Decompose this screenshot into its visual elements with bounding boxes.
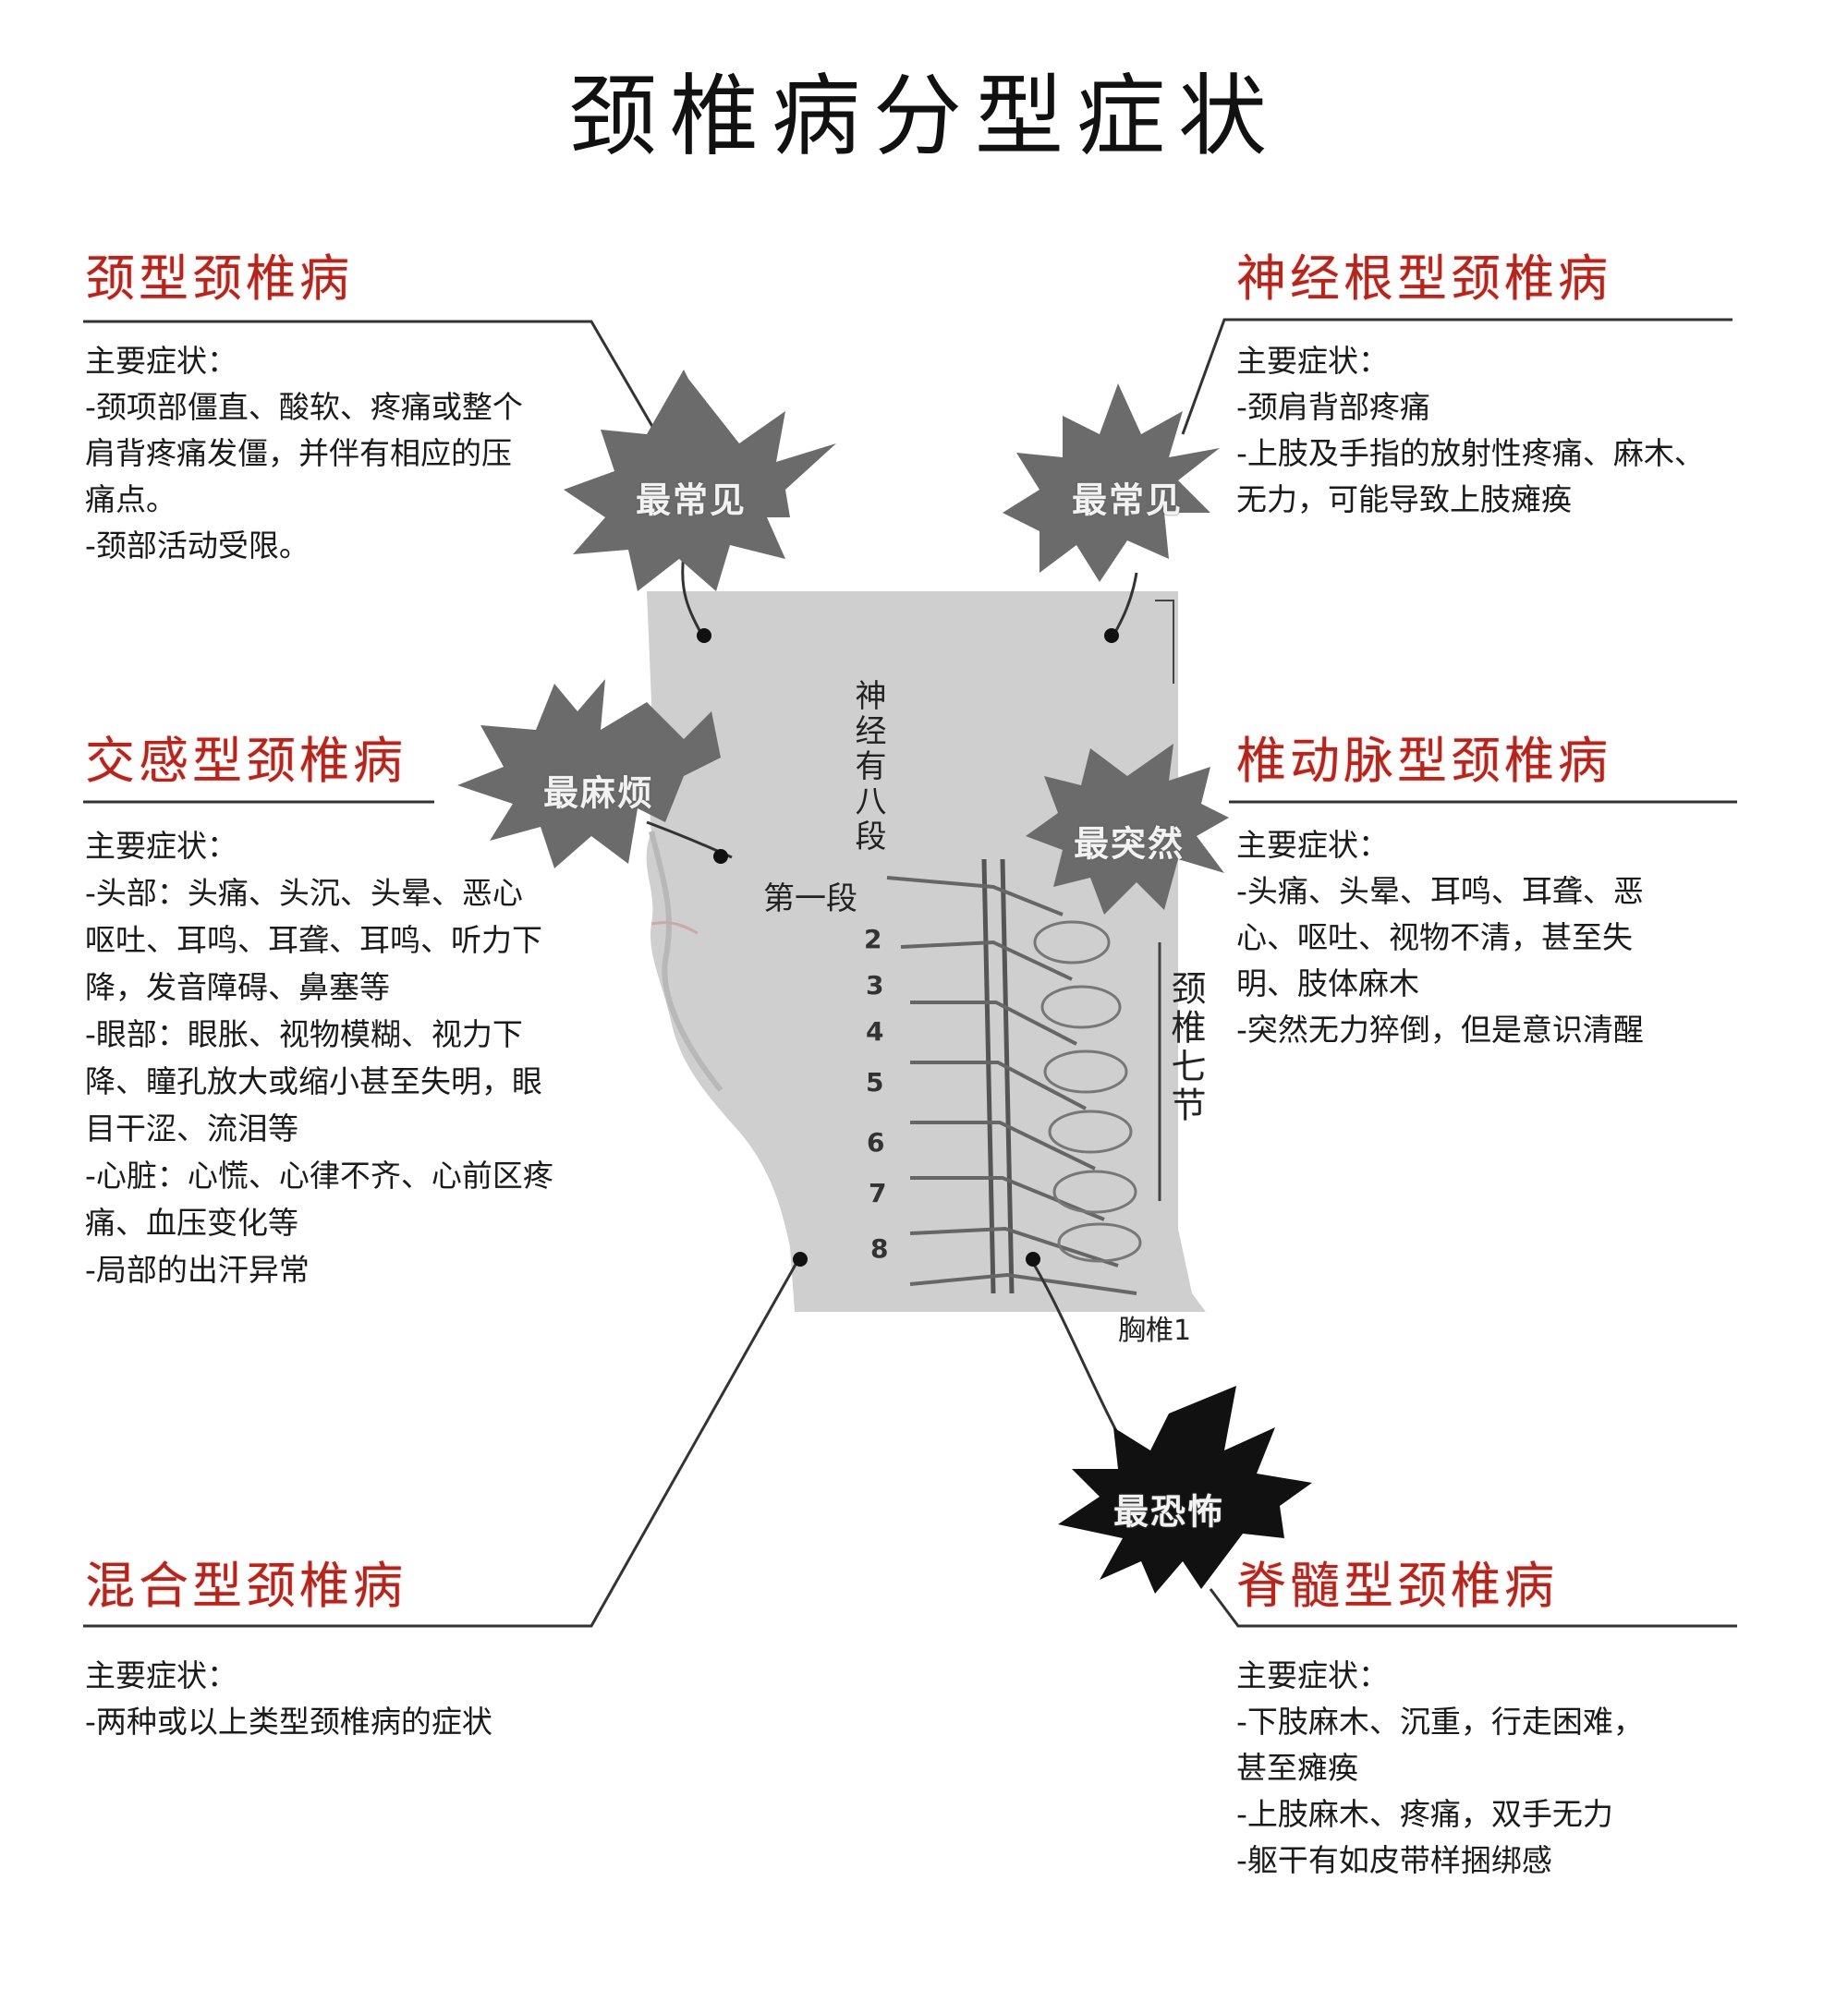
symptoms-heading: 主要症状： (85, 343, 237, 379)
panel-body: 主要症状： -颈项部僵直、酸软、疼痛或整个 肩背疼痛发僵，并伴有相应的压 痛点。… (85, 338, 602, 569)
symptom-line: 肩背疼痛发僵，并伴有相应的压 (85, 435, 512, 471)
burst-label-most-troublesome: 最麻烦 (542, 772, 655, 814)
symptom-line: -下肢麻木、沉重，行走困难， (1236, 1704, 1644, 1740)
symptom-line: -心脏：心慌、心律不齐、心前区疼 (85, 1158, 553, 1194)
symptoms-heading: 主要症状： (85, 1657, 237, 1693)
segment-number: 5 (866, 1067, 884, 1098)
panel-spinal-cord-type: 脊髓型颈椎病 主要症状： -下肢麻木、沉重，行走困难， 甚至瘫痪 -上肢麻木、疼… (1236, 1557, 1791, 1884)
burst-label-most-common-left: 最常见 (635, 479, 748, 521)
symptom-line: 明、肢体麻木 (1236, 965, 1419, 1001)
panel-body: 主要症状： -颈肩背部疼痛 -上肢及手指的放射性疼痛、麻木、 无力，可能导致上肢… (1236, 338, 1809, 523)
anchor-dots (697, 628, 1119, 1267)
symptoms-heading: 主要症状： (1236, 343, 1389, 379)
symptom-line: -眼部：眼胀、视物模糊、视力下 (85, 1016, 523, 1052)
panel-title: 脊髓型颈椎病 (1236, 1557, 1558, 1615)
burst-most-common-right (1003, 383, 1220, 582)
burst-most-sudden (1026, 744, 1229, 915)
segment-number: 2 (864, 924, 882, 954)
segment-number: 4 (866, 1016, 884, 1047)
cervical-seven-label: 颈椎七节 (1165, 970, 1206, 1125)
symptom-line: 降，发音障碍、鼻塞等 (85, 969, 390, 1005)
burst-label-most-terrifying: 最恐怖 (1112, 1491, 1225, 1533)
symptom-line: -颈肩背部疼痛 (1236, 389, 1430, 425)
symptom-line: -上肢麻木、疼痛，双手无力 (1236, 1796, 1613, 1832)
burst-label-most-common-right: 最常见 (1071, 479, 1184, 521)
spine (886, 858, 1142, 1295)
panel-title: 交感型颈椎病 (85, 732, 407, 790)
symptom-line: 痛点。 (85, 481, 176, 517)
symptom-line: 心、呕吐、视物不清，甚至失 (1236, 919, 1633, 955)
symptom-line: -颈部活动受限。 (85, 528, 310, 564)
burst-most-troublesome (457, 679, 721, 868)
symptom-line: 呕吐、耳鸣、耳聋、耳鸣、听力下 (85, 922, 542, 958)
symptom-line: -突然无力猝倒，但是意识清醒 (1236, 1012, 1644, 1048)
panel-body: 主要症状： -头部：头痛、头沉、头晕、恶心 呕吐、耳鸣、耳聋、耳鸣、听力下 降，… (85, 822, 639, 1293)
symptom-line: -颈项部僵直、酸软、疼痛或整个 (85, 389, 523, 425)
symptom-line: -头部：头痛、头沉、头晕、恶心 (85, 875, 523, 911)
symptoms-heading: 主要症状： (1236, 1657, 1389, 1693)
panel-neck-type: 颈型颈椎病 主要症状： -颈项部僵直、酸软、疼痛或整个 肩背疼痛发僵，并伴有相应… (85, 249, 602, 569)
segment-number: 6 (867, 1127, 885, 1158)
nerve-segments-label: 神经有八段 (849, 679, 886, 855)
symptom-line: -躯干有如皮带样捆绑感 (1236, 1842, 1552, 1878)
panel-mixed-type: 混合型颈椎病 主要症状： -两种或以上类型颈椎病的症状 (85, 1557, 639, 1745)
panel-title: 颈型颈椎病 (85, 249, 353, 308)
symptom-line: 痛、血压变化等 (85, 1205, 298, 1241)
symptom-line: -两种或以上类型颈椎病的症状 (85, 1704, 492, 1740)
segment-number: 7 (869, 1178, 887, 1208)
burst-most-common-left (564, 370, 836, 591)
panel-body: 主要症状： -下肢麻木、沉重，行走困难， 甚至瘫痪 -上肢麻木、疼痛，双手无力 … (1236, 1653, 1791, 1884)
segment-number: 3 (866, 970, 884, 1001)
symptom-line: 无力，可能导致上肢瘫痪 (1236, 481, 1572, 517)
symptom-line: 降、瞳孔放大或缩小甚至失明，眼 (85, 1063, 542, 1099)
panel-nerve-root-type: 神经根型颈椎病 主要症状： -颈肩背部疼痛 -上肢及手指的放射性疼痛、麻木、 无… (1236, 249, 1809, 523)
panel-title: 椎动脉型颈椎病 (1236, 732, 1611, 790)
panel-body: 主要症状： -两种或以上类型颈椎病的症状 (85, 1653, 639, 1745)
symptom-line: -局部的出汗异常 (85, 1252, 310, 1288)
symptom-line: -头痛、头晕、耳鸣、耳聋、恶 (1236, 873, 1644, 909)
thoracic-label: 胸椎1 (1118, 1315, 1192, 1347)
neck-illustration (646, 591, 1206, 1312)
burst-label-most-sudden: 最突然 (1073, 823, 1185, 865)
panel-title: 混合型颈椎病 (85, 1557, 407, 1615)
symptom-line: -上肢及手指的放射性疼痛、麻木、 (1236, 435, 1705, 471)
symptom-line: 甚至瘫痪 (1236, 1750, 1358, 1786)
segment-number: 8 (870, 1233, 889, 1264)
burst-most-terrifying (1058, 1386, 1312, 1594)
panel-vertebral-artery-type: 椎动脉型颈椎病 主要症状： -头痛、头晕、耳鸣、耳聋、恶 心、呕吐、视物不清，甚… (1236, 732, 1791, 1053)
panel-sympathetic-type: 交感型颈椎病 主要症状： -头部：头痛、头沉、头晕、恶心 呕吐、耳鸣、耳聋、耳鸣… (85, 732, 639, 1293)
symptoms-heading: 主要症状： (85, 828, 237, 864)
panel-body: 主要症状： -头痛、头晕、耳鸣、耳聋、恶 心、呕吐、视物不清，甚至失 明、肢体麻… (1236, 822, 1791, 1053)
symptoms-heading: 主要症状： (1236, 827, 1389, 863)
first-segment-label: 第一段 (763, 880, 857, 917)
panel-title: 神经根型颈椎病 (1236, 249, 1611, 308)
symptom-line: 目干涩、流泪等 (85, 1110, 298, 1147)
page-title: 颈椎病分型症状 (568, 65, 1280, 168)
